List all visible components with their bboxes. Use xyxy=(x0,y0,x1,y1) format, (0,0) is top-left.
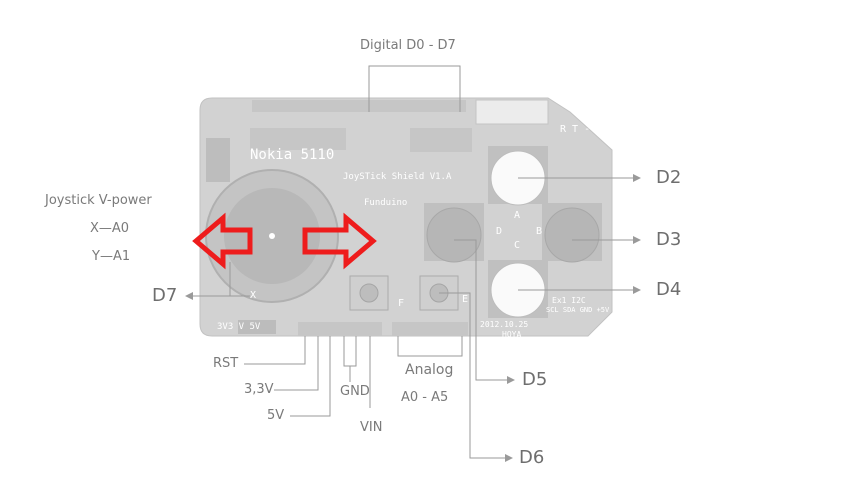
power-header xyxy=(298,322,382,336)
nokia-header xyxy=(250,128,346,150)
v33-label: 3,3V xyxy=(244,382,274,397)
left-header xyxy=(206,138,230,182)
d2-label: D2 xyxy=(656,167,682,188)
key-f-label: F xyxy=(398,298,405,309)
rst-label: RST xyxy=(213,356,239,371)
button-f xyxy=(349,275,389,311)
d5-label: D5 xyxy=(522,369,548,390)
y-axis-label: Y—A1 xyxy=(92,249,131,264)
digital-header-label: Digital D0 - D7 xyxy=(360,38,456,53)
button-d xyxy=(426,207,482,263)
d4-label: D4 xyxy=(656,279,682,300)
d6-label: D6 xyxy=(519,447,545,468)
analog-label: Analog xyxy=(405,362,454,378)
key-c-label: C xyxy=(514,240,521,251)
shield-name-label: JoySTick Shield V1.A xyxy=(343,172,452,182)
key-e-label: E xyxy=(462,294,469,305)
joystick-x-label: X xyxy=(250,290,257,301)
vin-label: VIN xyxy=(360,420,383,435)
nokia-model-label: Nokia 5110 xyxy=(250,147,335,163)
bluetooth-label: BlueTooth xyxy=(560,98,604,107)
key-a-label: A xyxy=(514,210,521,221)
key-b-label: B xyxy=(536,226,543,237)
i2c-pins-label: SCL SDA GND +5V xyxy=(546,306,610,314)
analog-range-label: A0 - A5 xyxy=(401,390,449,405)
voltage-select-label: 3V3 V 5V xyxy=(217,322,261,332)
x-axis-label: X—A0 xyxy=(90,221,130,236)
bluetooth-header xyxy=(475,99,549,125)
d7-label: D7 xyxy=(152,285,178,306)
analog-header xyxy=(392,322,468,336)
joystick-center xyxy=(269,233,275,239)
gnd-label: GND xyxy=(340,384,370,399)
joystick-power-label: Joystick V-power xyxy=(45,193,152,208)
maker-label: HOYA xyxy=(502,330,522,339)
arrow-right-icon xyxy=(302,212,377,270)
i2c-label: Ex1 I2C xyxy=(552,296,586,305)
digital-header-pins xyxy=(252,100,466,112)
v5-label: 5V xyxy=(267,408,285,423)
brand-label: Funduino xyxy=(364,198,408,208)
key-d-label: D xyxy=(496,226,503,237)
d3-label: D3 xyxy=(656,229,682,250)
button-b xyxy=(544,207,600,263)
voltage-switch xyxy=(238,320,276,334)
mode-switch-block xyxy=(410,128,472,152)
arrow-left-icon xyxy=(192,212,253,270)
date-label: 2012.10.25 xyxy=(480,320,529,329)
bluetooth-pins-label: R T - + xyxy=(560,124,603,135)
callout-lines xyxy=(185,65,641,462)
